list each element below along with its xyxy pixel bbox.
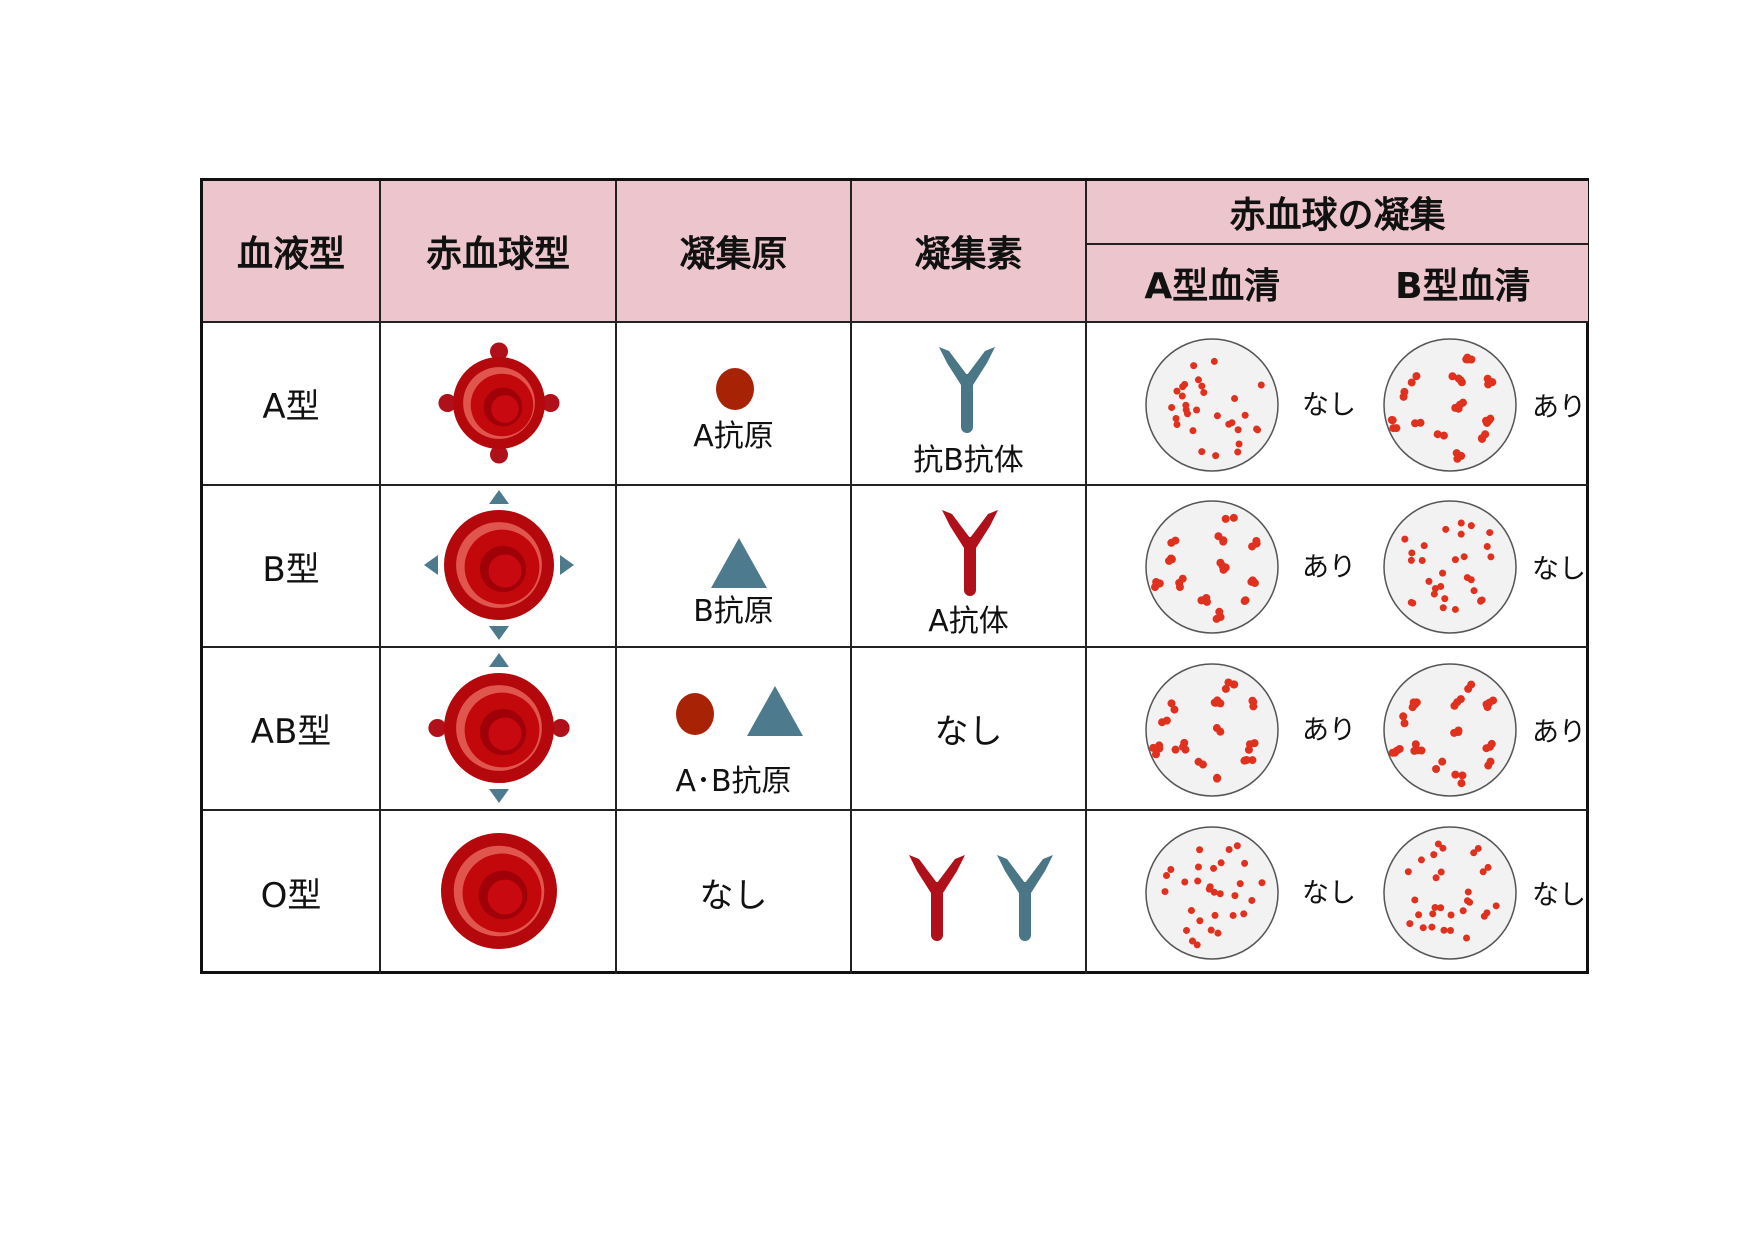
anti-b-antibody-icon bbox=[939, 347, 995, 433]
serum-b-result: なし bbox=[1532, 879, 1586, 911]
rbc-cell bbox=[381, 648, 617, 811]
blood-type-label: O型 bbox=[203, 811, 381, 974]
agglutinin-label: 抗B抗体 bbox=[913, 443, 1024, 478]
header-serum-a: A型血清 bbox=[1144, 266, 1281, 307]
agglutinogen-cell: A抗原 bbox=[617, 323, 852, 486]
rbc-cell bbox=[381, 486, 617, 648]
antigen-a-icon bbox=[676, 693, 714, 735]
agglutinogen-cell: B抗原 bbox=[617, 486, 852, 648]
serum-a-result: あり bbox=[1302, 714, 1356, 746]
anti-a-antibody-icon bbox=[909, 855, 965, 941]
red-blood-cell-icon bbox=[438, 341, 560, 464]
header-blood-type: 血液型 bbox=[203, 181, 381, 323]
agglutinin-label: A抗体 bbox=[928, 604, 1009, 639]
rbc-cell bbox=[381, 811, 617, 974]
rbc-cell bbox=[381, 323, 617, 486]
serum-a-result: あり bbox=[1302, 552, 1356, 583]
blood-type-label: B型 bbox=[203, 486, 381, 648]
agglutinogen-label: A･B抗原 bbox=[675, 764, 792, 799]
blood-type-label: AB型 bbox=[203, 648, 381, 811]
blood-type-label: A型 bbox=[203, 323, 381, 486]
header-agglutinin: 凝集素 bbox=[852, 181, 1087, 323]
antigen-b-icon bbox=[747, 686, 803, 736]
header-agglutination: 赤血球の凝集 bbox=[1087, 181, 1588, 245]
agglutinated-dish-icon bbox=[1383, 337, 1517, 472]
non-agglutinated-dish-icon bbox=[1383, 500, 1517, 634]
header-agglutinogen: 凝集原 bbox=[617, 181, 852, 323]
agglutinogen-label: なし bbox=[699, 876, 768, 916]
header-serum-b: B型血清 bbox=[1395, 266, 1531, 307]
agglutinogen-label: A抗原 bbox=[693, 419, 774, 454]
agglutinin-cell: 抗B抗体 bbox=[852, 323, 1087, 486]
header-serum-row: A型血清 B型血清 bbox=[1087, 245, 1588, 323]
agglutinogen-cell: A･B抗原 bbox=[617, 648, 852, 811]
serum-b-result: なし bbox=[1532, 554, 1586, 585]
red-blood-cell-icon bbox=[424, 490, 574, 640]
antigen-a-icon bbox=[716, 368, 754, 410]
header-rbc-type: 赤血球型 bbox=[381, 181, 617, 323]
agglutinated-dish-icon bbox=[1383, 662, 1517, 797]
agglutination-cell: なし あり bbox=[1087, 323, 1588, 486]
agglutination-cell: あり あり bbox=[1087, 648, 1588, 811]
agglutinated-dish-icon bbox=[1145, 500, 1279, 634]
agglutinogen-label: B抗原 bbox=[693, 594, 774, 629]
non-agglutinated-dish-icon bbox=[1145, 825, 1279, 960]
anti-a-antibody-icon bbox=[942, 510, 998, 596]
agglutination-cell: あり なし bbox=[1087, 486, 1588, 648]
serum-a-result: なし bbox=[1302, 877, 1356, 909]
agglutinin-cell bbox=[852, 811, 1087, 974]
agglutinogen-cell: なし bbox=[617, 811, 852, 974]
non-agglutinated-dish-icon bbox=[1383, 825, 1517, 960]
serum-b-result: あり bbox=[1532, 391, 1586, 423]
red-blood-cell-icon bbox=[428, 652, 570, 803]
agglutinin-cell: なし bbox=[852, 648, 1087, 811]
non-agglutinated-dish-icon bbox=[1145, 337, 1279, 472]
agglutination-cell: なし なし bbox=[1087, 811, 1588, 974]
agglutinin-cell: A抗体 bbox=[852, 486, 1087, 648]
serum-b-result: あり bbox=[1532, 716, 1586, 748]
anti-b-antibody-icon bbox=[997, 855, 1053, 941]
red-blood-cell-icon bbox=[441, 832, 557, 949]
agglutinated-dish-icon bbox=[1145, 662, 1279, 797]
agglutinin-label: なし bbox=[934, 712, 1003, 752]
serum-a-result: なし bbox=[1302, 389, 1356, 421]
antigen-b-icon bbox=[711, 538, 767, 588]
